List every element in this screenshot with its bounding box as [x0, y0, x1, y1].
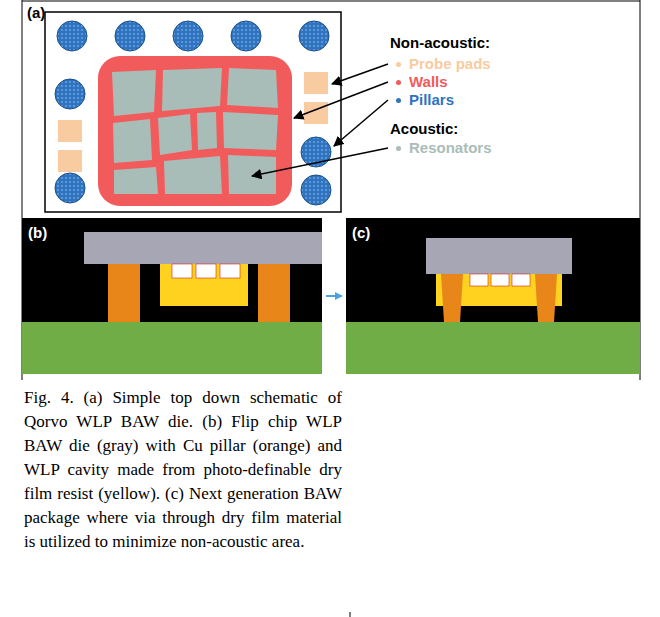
wall [98, 56, 292, 206]
die-top-view [45, 12, 341, 212]
legend-swatch [396, 80, 401, 85]
legend-text: Resonators [409, 139, 492, 157]
figure-caption: Fig. 4. (a) Simple top down schematic of… [24, 386, 342, 554]
panel-letter: (c) [352, 224, 370, 242]
legend-heading: Non-acoustic: [390, 34, 490, 52]
legend-swatch [396, 62, 401, 67]
cross-section-c [346, 218, 640, 374]
pillars [55, 21, 331, 205]
legend-entry: Pillars [396, 91, 454, 109]
frame-line [350, 612, 351, 617]
legend-entry: Resonators [396, 139, 492, 157]
legend-swatch [396, 146, 401, 151]
panel-letter: (b) [28, 224, 47, 242]
panel-letter: (a) [27, 4, 45, 22]
legend-text: Probe pads [409, 55, 491, 73]
cross-section-b [22, 218, 322, 374]
transition-arrow [326, 295, 342, 297]
legend-swatch [396, 98, 401, 103]
legend-heading: Acoustic: [390, 120, 458, 138]
leader-arrows [252, 64, 388, 176]
frame-line [22, 1, 640, 2]
legend-text: Walls [409, 73, 448, 91]
legend-text: Pillars [409, 91, 454, 109]
legend-entry: Probe pads [396, 55, 491, 73]
legend-entry: Walls [396, 73, 448, 91]
